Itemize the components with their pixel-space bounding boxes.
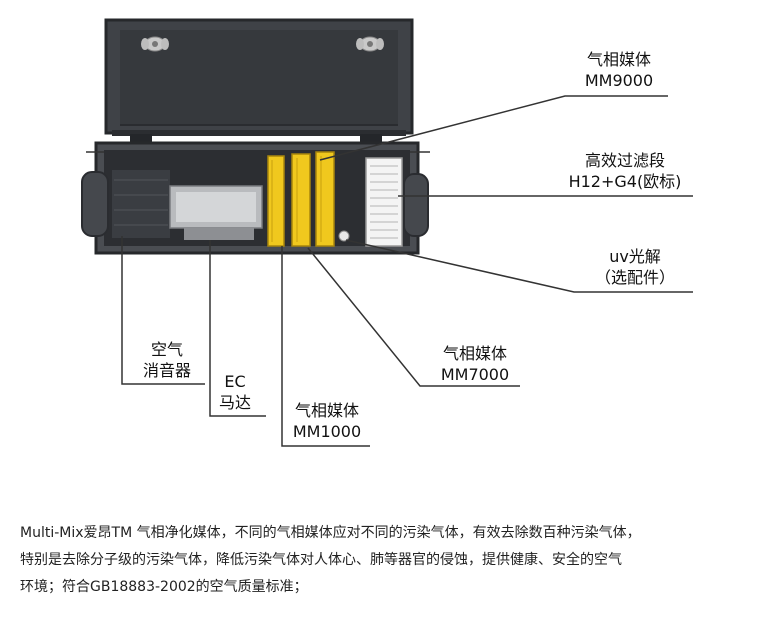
media-cartridge-mm9000	[315, 151, 335, 247]
hepa-filter-part	[365, 157, 403, 247]
leader-line-mm9000	[319, 95, 668, 161]
label-ec-motor: EC 马达	[212, 371, 258, 413]
label-uv-photolysis: uv光解 （选配件）	[580, 246, 690, 288]
leader-line-ec-motor	[209, 240, 266, 417]
description-line: 特别是去除分子级的污染气体，降低污染气体对人体心、肺等器官的侵蚀，提供健康、安全…	[20, 552, 622, 568]
uv-lamp-part	[338, 230, 350, 242]
inlet-duct	[81, 171, 109, 237]
label-ec-motor-line1: EC	[224, 372, 246, 391]
label-media-mm7000: 气相媒体 MM7000	[430, 343, 520, 385]
leader-line-mm1000	[281, 246, 370, 447]
label-media-mm9000-line2: MM9000	[584, 71, 654, 90]
silencer-part	[112, 170, 170, 238]
leader-lines	[121, 95, 693, 447]
media-cartridge-mm1000	[267, 155, 285, 247]
label-media-mm7000-line1: 气相媒体	[442, 344, 507, 363]
label-media-mm9000: 气相媒体 MM9000	[575, 49, 663, 91]
leader-line-uv	[345, 239, 693, 293]
description-line: Multi-Mix爱昂TM 气相净化媒体，不同的气相媒体应对不同的污染气体，有效…	[20, 525, 641, 541]
label-hepa-stage-line2: H12+G4(欧标)	[568, 172, 682, 191]
outlet-duct	[403, 173, 429, 237]
label-media-mm1000-line2: MM1000	[292, 422, 362, 441]
purifier-cutaway-diagram	[81, 18, 693, 447]
label-media-mm7000-line2: MM7000	[440, 365, 510, 384]
label-silencer: 空气 消音器	[132, 339, 202, 381]
label-media-mm1000-line1: 气相媒体	[294, 401, 359, 420]
description-line: 环境；符合GB18883-2002的空气质量标准；	[20, 579, 308, 595]
product-description: Multi-Mix爱昂TM 气相净化媒体，不同的气相媒体应对不同的污染气体，有效…	[20, 520, 765, 601]
label-media-mm1000: 气相媒体 MM1000	[282, 400, 372, 442]
label-uv-photolysis-line2: （选配件）	[594, 268, 675, 287]
label-media-mm9000-line1: 气相媒体	[586, 50, 651, 69]
ec-motor-part	[169, 185, 263, 240]
label-hepa-stage: 高效过滤段 H12+G4(欧标)	[560, 150, 690, 192]
media-cartridge-mm7000	[291, 153, 311, 247]
leader-line-mm7000	[307, 247, 520, 387]
lid-bolt-icon	[141, 36, 169, 52]
label-uv-photolysis-line1: uv光解	[609, 247, 661, 266]
label-hepa-stage-line1: 高效过滤段	[584, 151, 665, 170]
label-silencer-line1: 空气	[150, 340, 183, 359]
leader-line-silencer	[121, 236, 205, 385]
lid-bolt-icon	[356, 36, 384, 52]
label-ec-motor-line2: 马达	[218, 393, 251, 412]
label-silencer-line2: 消音器	[142, 361, 191, 380]
